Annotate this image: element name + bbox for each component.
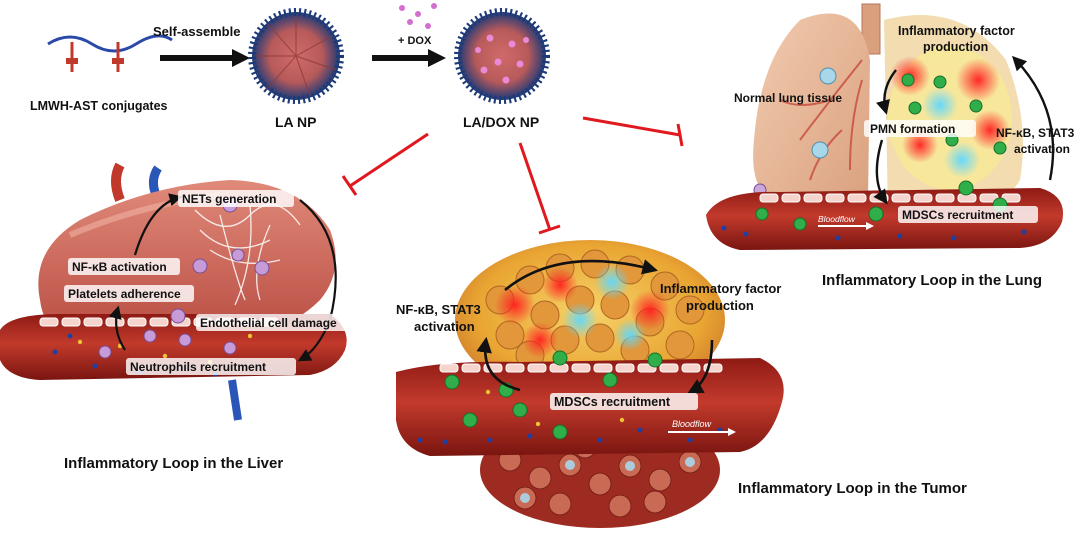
inhibit-liver-line xyxy=(341,132,429,196)
tumor-mdsc-label: MDSCs recruitment xyxy=(554,395,671,409)
liver-neutrophils-label: Neutrophils recruitment xyxy=(130,360,266,374)
add-dox-arrow xyxy=(372,49,446,67)
liver-caption: Inflammatory Loop in the Liver xyxy=(64,455,283,472)
lung-factor-line1: Inflammatory factor xyxy=(898,24,1015,38)
la-nanoparticle xyxy=(248,8,344,104)
tumor-cycle-arrows xyxy=(476,259,714,394)
tumor-factor-line2: production xyxy=(686,298,754,313)
la-dox-nanoparticle xyxy=(454,8,550,104)
conjugate-molecule xyxy=(47,34,173,72)
conjugate-label: LMWH-AST conjugates xyxy=(30,99,168,113)
lung-pmn-label: PMN formation xyxy=(870,122,955,136)
lung-caption: Inflammatory Loop in the Lung xyxy=(822,272,1042,289)
la-dox-np-label: LA/DOX NP xyxy=(463,114,539,130)
inhibit-lung-line xyxy=(582,116,684,147)
tumor-factor-line1: Inflammatory factor xyxy=(660,281,781,296)
liver-cycle-arrows xyxy=(108,193,337,362)
lung-nfkb-line1: NF-κB, STAT3 xyxy=(996,126,1075,140)
self-assemble-arrow xyxy=(160,49,250,67)
tumor-nfkb-line2: activation xyxy=(414,319,475,334)
tumor-caption: Inflammatory Loop in the Tumor xyxy=(738,480,967,497)
inhibit-tumor-line xyxy=(518,142,561,235)
lung-normal-label: Normal lung tissue xyxy=(734,91,842,105)
liver-nfkb-label: NF-κB activation xyxy=(72,260,167,274)
liver-nets-label: NETs generation xyxy=(182,192,276,206)
lung-cycle-arrows xyxy=(873,55,1055,205)
la-np-label: LA NP xyxy=(275,114,316,130)
tumor-nfkb-line1: NF-κB, STAT3 xyxy=(396,302,481,317)
tumor-bloodflow-label: Bloodflow xyxy=(672,419,712,429)
liver-bloodflow-label: Bloodflow xyxy=(124,380,164,390)
lung-factor-line2: production xyxy=(923,40,988,54)
self-assemble-label: Self-assemble xyxy=(153,24,240,39)
tumor-illustration xyxy=(396,240,784,528)
dox-molecules xyxy=(399,3,437,29)
lung-nfkb-line2: activation xyxy=(1014,142,1070,156)
lung-mdsc-label: MDSCs recruitment xyxy=(902,208,1013,222)
lung-bloodflow-label: Bloodflow xyxy=(818,214,856,224)
dox-label: + DOX xyxy=(398,35,432,47)
liver-endothelial-label: Endothelial cell damage xyxy=(200,316,337,330)
liver-platelets-label: Platelets adherence xyxy=(68,287,181,301)
